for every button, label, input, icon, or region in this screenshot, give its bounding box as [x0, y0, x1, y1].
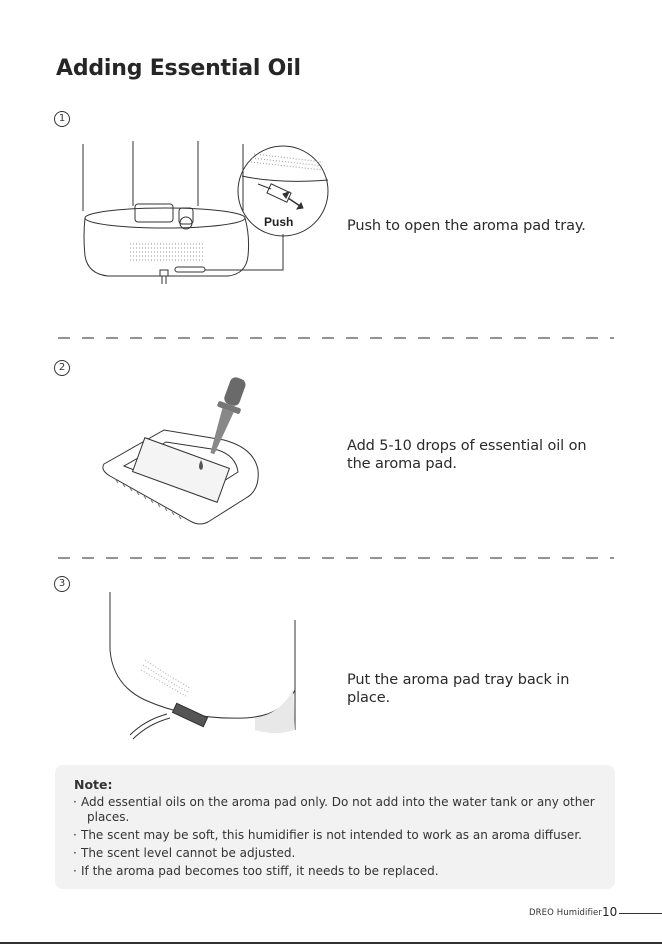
- step-number-2: 2: [54, 360, 70, 376]
- push-label: Push: [264, 215, 293, 229]
- step-number-1: 1: [54, 111, 70, 127]
- dashed-divider: [58, 557, 614, 559]
- humidifier-tray-return-illustration: [109, 592, 296, 740]
- note-box: Note: ·Add essential oils on the aroma p…: [55, 765, 615, 889]
- step-2-caption: Add 5-10 drops of essential oil on the a…: [347, 438, 587, 472]
- note-item: ·The scent may be soft, this humidifier …: [73, 828, 582, 842]
- note-item: ·The scent level cannot be adjusted.: [73, 846, 296, 860]
- footer-brand: DREO Humidifier: [529, 908, 602, 918]
- page-number: 10: [602, 905, 618, 919]
- step-3-caption: Put the aroma pad tray back in place.: [347, 672, 570, 706]
- bottom-rule: [0, 942, 662, 944]
- step-1-caption: Push to open the aroma pad tray.: [347, 218, 586, 234]
- note-title: Note:: [74, 777, 113, 792]
- page-title: Adding Essential Oil: [56, 56, 301, 81]
- note-item: ·If the aroma pad becomes too stiff, it …: [73, 864, 439, 878]
- aroma-pad-dropper-illustration: [102, 377, 259, 525]
- note-item-continuation: places.: [87, 810, 130, 824]
- humidifier-push-tray-illustration: Push: [82, 141, 329, 284]
- dashed-divider: [58, 337, 614, 339]
- note-item: ·Add essential oils on the aroma pad onl…: [73, 795, 595, 809]
- step-number-3: 3: [54, 576, 70, 592]
- footer-rule: [619, 913, 662, 914]
